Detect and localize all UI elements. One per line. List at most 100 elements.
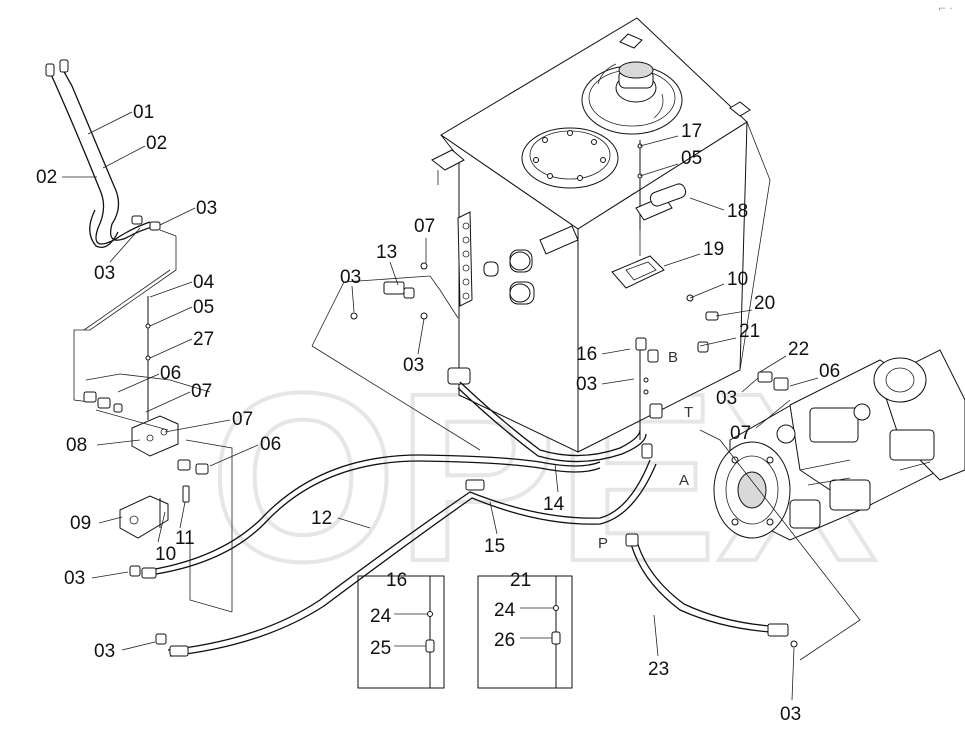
- callout-leader-line: [351, 285, 355, 313]
- callout-label: 07: [414, 216, 435, 237]
- port-label: P: [598, 535, 608, 552]
- callout-leader-line: [759, 355, 787, 373]
- inset-21-title: 21: [510, 570, 531, 591]
- callout-label: 14: [543, 494, 565, 515]
- callout-leader-line: [639, 135, 679, 147]
- inset-21-item: 26: [494, 630, 515, 651]
- callout-leader-line: [699, 337, 737, 347]
- callout-leader-line: [179, 501, 186, 529]
- callout-label: 07: [730, 423, 751, 444]
- callout-label: 06: [819, 361, 840, 382]
- callout-label: 03: [716, 388, 737, 409]
- inset-16-item: 24: [370, 606, 392, 627]
- main-pump: [713, 349, 965, 541]
- callout-leader-line: [117, 373, 160, 393]
- hoses: [129, 262, 798, 657]
- callout-label: 03: [403, 355, 424, 376]
- callout-label: 01: [133, 102, 154, 123]
- callout-label: 23: [648, 659, 669, 680]
- callout-leader-line: [98, 516, 123, 524]
- corner-mark: ⌐ ·: [938, 4, 953, 15]
- callout-leader-line: [689, 283, 725, 299]
- callout-label: 27: [193, 329, 214, 350]
- callout-label: 12: [311, 508, 332, 529]
- port-label: A: [679, 472, 689, 489]
- inset-21: 21 24 26: [477, 570, 573, 689]
- callout-label: 10: [155, 544, 176, 565]
- callout-label: 03: [340, 267, 361, 288]
- inset-16: 16 24 25: [357, 570, 445, 689]
- callout-leader-line: [741, 377, 759, 393]
- callout-label: 16: [576, 344, 597, 365]
- callout-label: 06: [160, 363, 181, 384]
- callout-label: 09: [70, 513, 91, 534]
- callout-label: 15: [484, 536, 505, 557]
- port-label: T: [684, 404, 693, 421]
- callout-leader-line: [554, 463, 559, 493]
- pilot-hoses: [45, 59, 177, 403]
- callout-label: 03: [576, 374, 597, 395]
- callout-leader-line: [145, 391, 191, 413]
- callout-leader-line: [164, 419, 231, 433]
- callout-leader-line: [209, 444, 259, 467]
- callout-leader-line: [417, 318, 425, 355]
- callout-label: 03: [64, 568, 85, 589]
- callout-leader-line: [121, 641, 156, 651]
- callout-leader-line: [157, 511, 166, 543]
- inset-21-item: 24: [494, 600, 516, 621]
- callout-label: 11: [175, 528, 195, 549]
- callout-label: 19: [703, 239, 724, 260]
- inset-16-title: 16: [386, 570, 407, 591]
- callout-label: 17: [681, 121, 702, 142]
- callout-label: 18: [727, 201, 748, 222]
- callout-label: 02: [146, 133, 167, 154]
- callout-leader-line: [91, 571, 129, 579]
- callout-leader-line: [87, 111, 133, 135]
- callout-leader-line: [149, 338, 193, 359]
- callout-label: 04: [193, 272, 215, 293]
- callout-leader-line: [663, 253, 701, 267]
- callout-leader-line: [102, 145, 146, 169]
- callout-leader-line: [601, 348, 631, 355]
- callout-label: 03: [780, 704, 801, 725]
- callout-label: 10: [727, 269, 748, 290]
- callout-leader-line: [639, 163, 679, 177]
- callout-leader-line: [159, 207, 196, 226]
- filter-assembly: [611, 140, 719, 440]
- manifold-block: [83, 296, 233, 612]
- callout-leader-line: [791, 647, 795, 701]
- callout-leader-line: [149, 306, 193, 327]
- callout-label: 03: [94, 641, 115, 662]
- hydraulic-tank: [431, 17, 751, 453]
- callout-label: 05: [681, 148, 702, 169]
- bracket: [119, 485, 190, 539]
- grouping-lines: [189, 121, 861, 661]
- callout-label: 02: [36, 167, 57, 188]
- callout-label: 21: [739, 321, 760, 342]
- callout-label: 05: [193, 297, 214, 318]
- callout-leader-line: [601, 378, 635, 385]
- callout-leader-line: [337, 517, 371, 529]
- callout-leader-line: [109, 227, 141, 263]
- callout-leader-line: [789, 377, 819, 387]
- inset-16-item: 25: [370, 638, 391, 659]
- callout-leader-line: [96, 439, 141, 446]
- callout-leader-line: [149, 281, 193, 298]
- callout-label: 13: [376, 242, 397, 263]
- callout-label: 07: [232, 409, 253, 430]
- callout-leader-line: [653, 614, 659, 657]
- callout-label: 03: [196, 198, 217, 219]
- callout-label: 03: [94, 263, 115, 284]
- callout-label: 06: [260, 434, 281, 455]
- callout-leader-line: [689, 197, 725, 211]
- callout-leader-line: [755, 399, 791, 429]
- callout-label: 20: [754, 293, 775, 314]
- callout-label: 08: [66, 435, 87, 456]
- callout-leader-line: [715, 309, 753, 317]
- callout-label: 07: [191, 381, 212, 402]
- callout-label: 22: [788, 339, 809, 360]
- callout-leader-line: [389, 261, 399, 286]
